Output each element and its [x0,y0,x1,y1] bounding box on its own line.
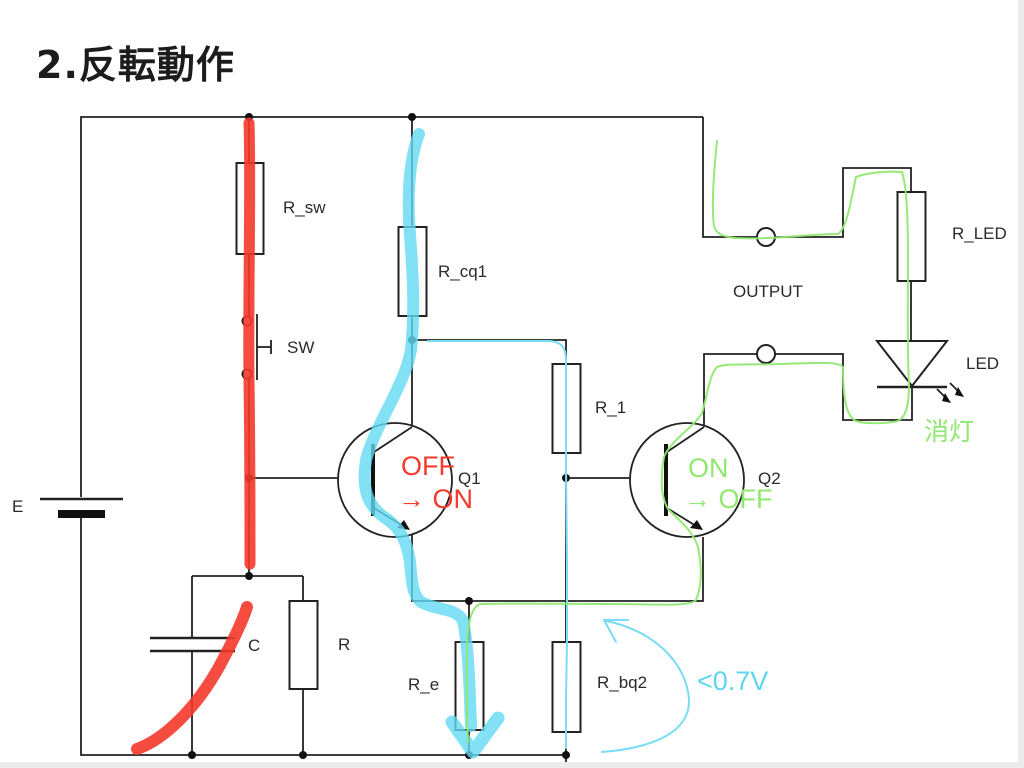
thin-cyan-wire-trace [427,340,568,749]
wire-frame-left-top-bottom [80,116,703,756]
junction-dot [299,751,307,759]
red-stroke-capacitor [131,601,253,755]
wire-output-upper [702,117,912,341]
junction-dot [188,751,196,759]
q1-state-line1: OFF [401,451,455,481]
page-title: 2.反転動作 [36,43,235,87]
label-battery-e: E [12,497,23,516]
led-state-text: 消灯 [924,417,974,446]
label-r-e: R_e [408,675,439,694]
resistor-r [288,600,319,690]
slide-edge-bottom [0,762,1024,768]
label-sw: SW [287,338,314,357]
junction-dot [562,751,570,759]
cyan-annotation-arc [601,620,691,753]
q2-state-line2: → OFF [684,484,773,514]
wire-r1-chain [412,339,666,768]
q2-collector-lead [666,426,705,453]
label-q2: Q2 [758,469,781,488]
led-ray-2-arrow [955,387,964,397]
cyan-annotation-arc-arrowhead [603,619,629,643]
resistor-r-body [288,600,319,690]
red-stroke-switch-wire [243,117,256,570]
cyan-stroke-arrowhead [445,711,505,759]
component-labels: R_sw SW R_cq1 R_1 Q1 Q2 OUTPUT R_LED LED… [12,198,1007,694]
green-current-trace [465,140,911,743]
label-capacitor-c: C [248,636,260,655]
label-resistor-r: R [338,635,350,654]
slide-edge-right [1018,0,1024,768]
led-ray-1-arrow [942,393,951,403]
q1-collector-lead [373,426,413,453]
label-r-bq2: R_bq2 [597,673,647,692]
annotation-texts: OFF → ON ON → OFF 消灯 <0.7V [398,417,974,696]
q2-emitter-lead [666,507,697,527]
label-r-led: R_LED [952,224,1007,243]
label-r-1: R_1 [595,398,626,417]
led [874,340,964,403]
q1-state-line2: → ON [398,484,473,514]
resistor-r-led [896,191,927,282]
label-r-cq1: R_cq1 [438,262,487,281]
battery-plate-short [58,510,105,518]
cyan-stroke-q1-path [358,128,477,732]
junction-dot [408,113,416,121]
battery-e [40,497,123,518]
junction-dot [465,597,473,605]
q2-circle [629,422,745,538]
voltage-note-text: <0.7V [697,666,768,696]
label-q1: Q1 [458,469,481,488]
highlighter-strokes [131,117,911,759]
resistor-r-led-body [896,191,927,282]
q2-emitter-arrow [690,520,703,530]
label-led: LED [966,354,999,373]
junction-dot [245,572,253,580]
output-connector-bottom [756,344,776,364]
label-output: OUTPUT [733,282,803,301]
label-r-sw: R_sw [283,198,326,217]
q2-state-line1: ON [688,453,729,483]
led-triangle [874,340,950,388]
wires [80,116,913,768]
